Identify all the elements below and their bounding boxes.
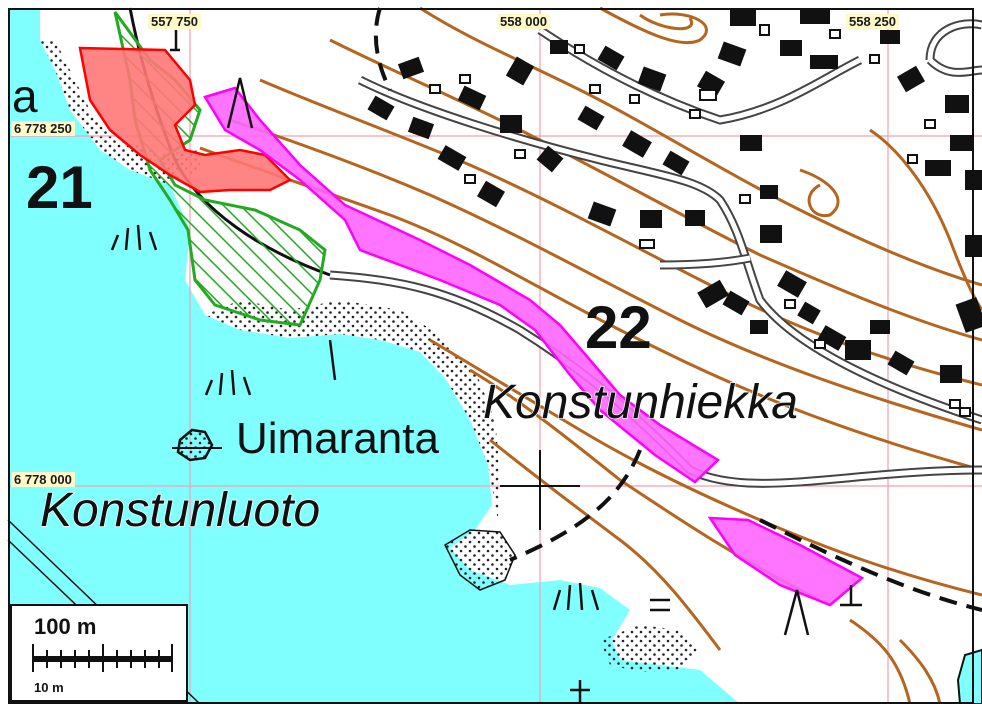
buildings [367,10,982,383]
reed-symbols [110,224,600,611]
scale-label-main: 100 m [34,614,97,639]
easting-label-558250: 558 250 [846,14,899,29]
sand-southeast [600,625,700,672]
beach-rock-symbol [172,428,222,462]
scale-bar [32,644,173,672]
area-number-22: 22 [585,294,652,361]
scale-box: 100 m 10 m [10,604,188,702]
easting-label-558000: 558 000 [497,14,550,29]
sand-beach [205,300,500,520]
lake-water [8,8,740,704]
grid-cross-symbol [500,450,580,530]
small-buildings [429,24,971,417]
easting-label-557750: 557 750 [148,14,201,29]
sand-islet [444,529,516,591]
place-name-uimaranta: Uimaranta [236,414,439,463]
magenta-southeast-area [707,516,865,607]
red-area [78,46,293,194]
place-name-konstunluoto: Konstunluoto [39,484,321,537]
northing-label-6778250: 6 778 250 [11,121,75,136]
place-name-konstunhiekka: Konstunhiekka [482,376,798,429]
northing-label-6778000: 6 778 000 [11,472,75,487]
pond-water [956,648,982,704]
area-letter-a: a [12,70,38,122]
area-number-21: 21 [26,154,93,221]
coordinate-grid [8,8,982,704]
magenta-corridor [203,86,721,484]
cliff-symbols [170,30,862,704]
scale-label-sub: 10 m [34,680,64,695]
